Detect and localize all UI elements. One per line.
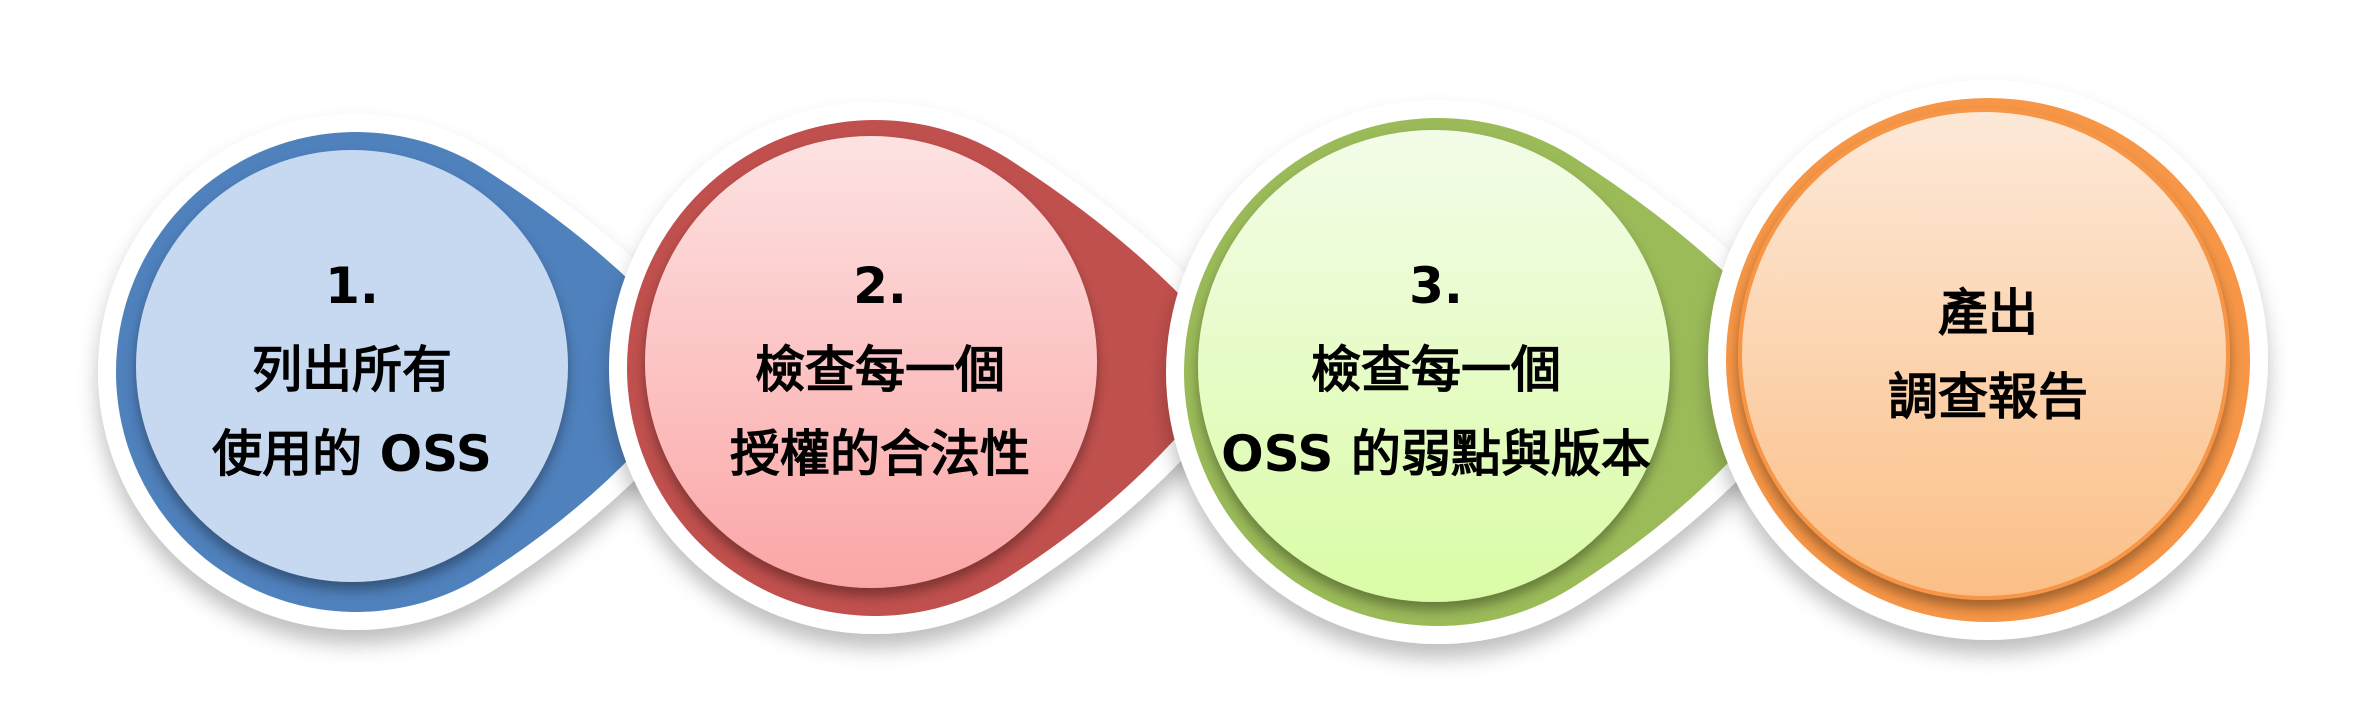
- step-3-line-1: 檢查每一個: [1311, 341, 1561, 399]
- step-4-label: 產出 調查報告: [1888, 271, 2088, 439]
- step-4-line-1: 產出: [1938, 284, 2038, 342]
- step-3-shape: [1166, 100, 1798, 644]
- step-1-circle: [136, 150, 568, 582]
- step-4-line-2: 調查報告: [1888, 368, 2088, 426]
- step-2-number: 2.: [853, 257, 907, 315]
- step-1-line-2: 使用的 OSS: [212, 425, 492, 483]
- step-2-circle: [645, 136, 1097, 588]
- step-1-line-1: 列出所有: [252, 341, 452, 399]
- step-3-label: 3. 檢查每一個 OSS 的弱點與版本: [1221, 244, 1651, 496]
- step-2-line-1: 檢查每一個: [755, 341, 1005, 399]
- step-3-circle: [1198, 130, 1670, 602]
- step-4-shape: [1708, 80, 2268, 640]
- step-1-label: 1. 列出所有 使用的 OSS: [212, 244, 492, 496]
- step-3-line-2: OSS 的弱點與版本: [1221, 425, 1651, 483]
- step-4-circle: [1738, 108, 2230, 600]
- step-2-label: 2. 檢查每一個 授權的合法性: [730, 244, 1030, 496]
- step-2-line-2: 授權的合法性: [730, 425, 1030, 483]
- step-1-shape: [97, 113, 697, 631]
- step-2-shape: [609, 102, 1227, 635]
- step-3-number: 3.: [1409, 257, 1463, 315]
- step-1-number: 1.: [325, 257, 379, 315]
